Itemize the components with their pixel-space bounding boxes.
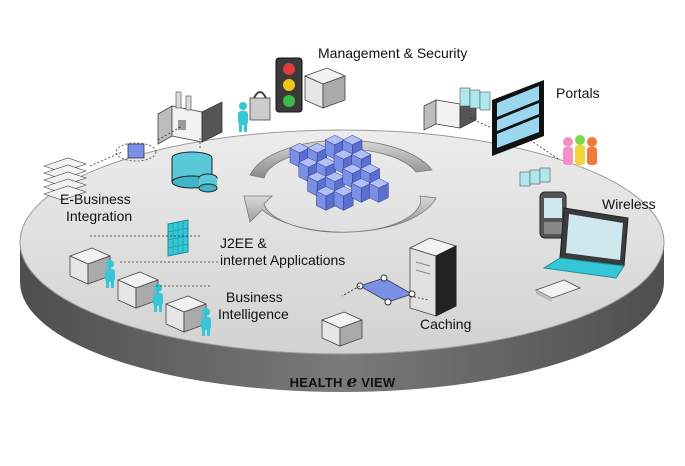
server-rack-icon [43, 157, 87, 201]
portal-cards-icon [459, 87, 491, 111]
label-ebusiness-1: E-Business [60, 191, 131, 207]
grid-icon [167, 219, 189, 257]
label-management-security: Management & Security [318, 45, 467, 61]
lock-icon [249, 91, 271, 121]
workstation-icon [68, 247, 112, 285]
brand-label: HEALTH e VIEW [0, 372, 685, 392]
brand-e: e [346, 372, 358, 392]
user-figure-icon [238, 102, 248, 132]
workstation-icon [164, 295, 208, 333]
portal-cards-icon [519, 167, 551, 187]
laptop-icon [542, 207, 629, 279]
network-diagram-icon [341, 274, 416, 306]
user-figure-icon [201, 308, 211, 336]
tower-server-icon [408, 237, 458, 317]
portal-window-icon [492, 80, 544, 156]
pda-icon [539, 191, 567, 239]
cube-cluster-icon [289, 134, 389, 211]
connector-lines [89, 117, 561, 301]
brand-part-1: HEALTH [289, 375, 347, 390]
workstation-icon [116, 271, 160, 309]
label-bi-1: Business [226, 289, 283, 305]
label-ebusiness-2: Integration [66, 208, 132, 224]
pager-icon [534, 279, 582, 302]
label-wireless: Wireless [602, 196, 656, 212]
label-caching: Caching [420, 316, 471, 332]
label-portals: Portals [556, 85, 600, 101]
workstation-icon [320, 311, 364, 347]
label-j2ee-1: J2EE & [220, 235, 267, 251]
factory-icon [157, 91, 223, 145]
label-bi-2: Intelligence [218, 306, 289, 322]
traffic-light-icon [275, 57, 303, 113]
database-icon [171, 151, 218, 193]
network-hub-icon [115, 142, 157, 162]
label-j2ee-2: internet Applications [220, 252, 345, 268]
workstation-icon [303, 67, 347, 109]
user-figure-icon [105, 260, 115, 288]
brand-part-3: VIEW [357, 375, 396, 390]
people-icon [563, 135, 597, 165]
